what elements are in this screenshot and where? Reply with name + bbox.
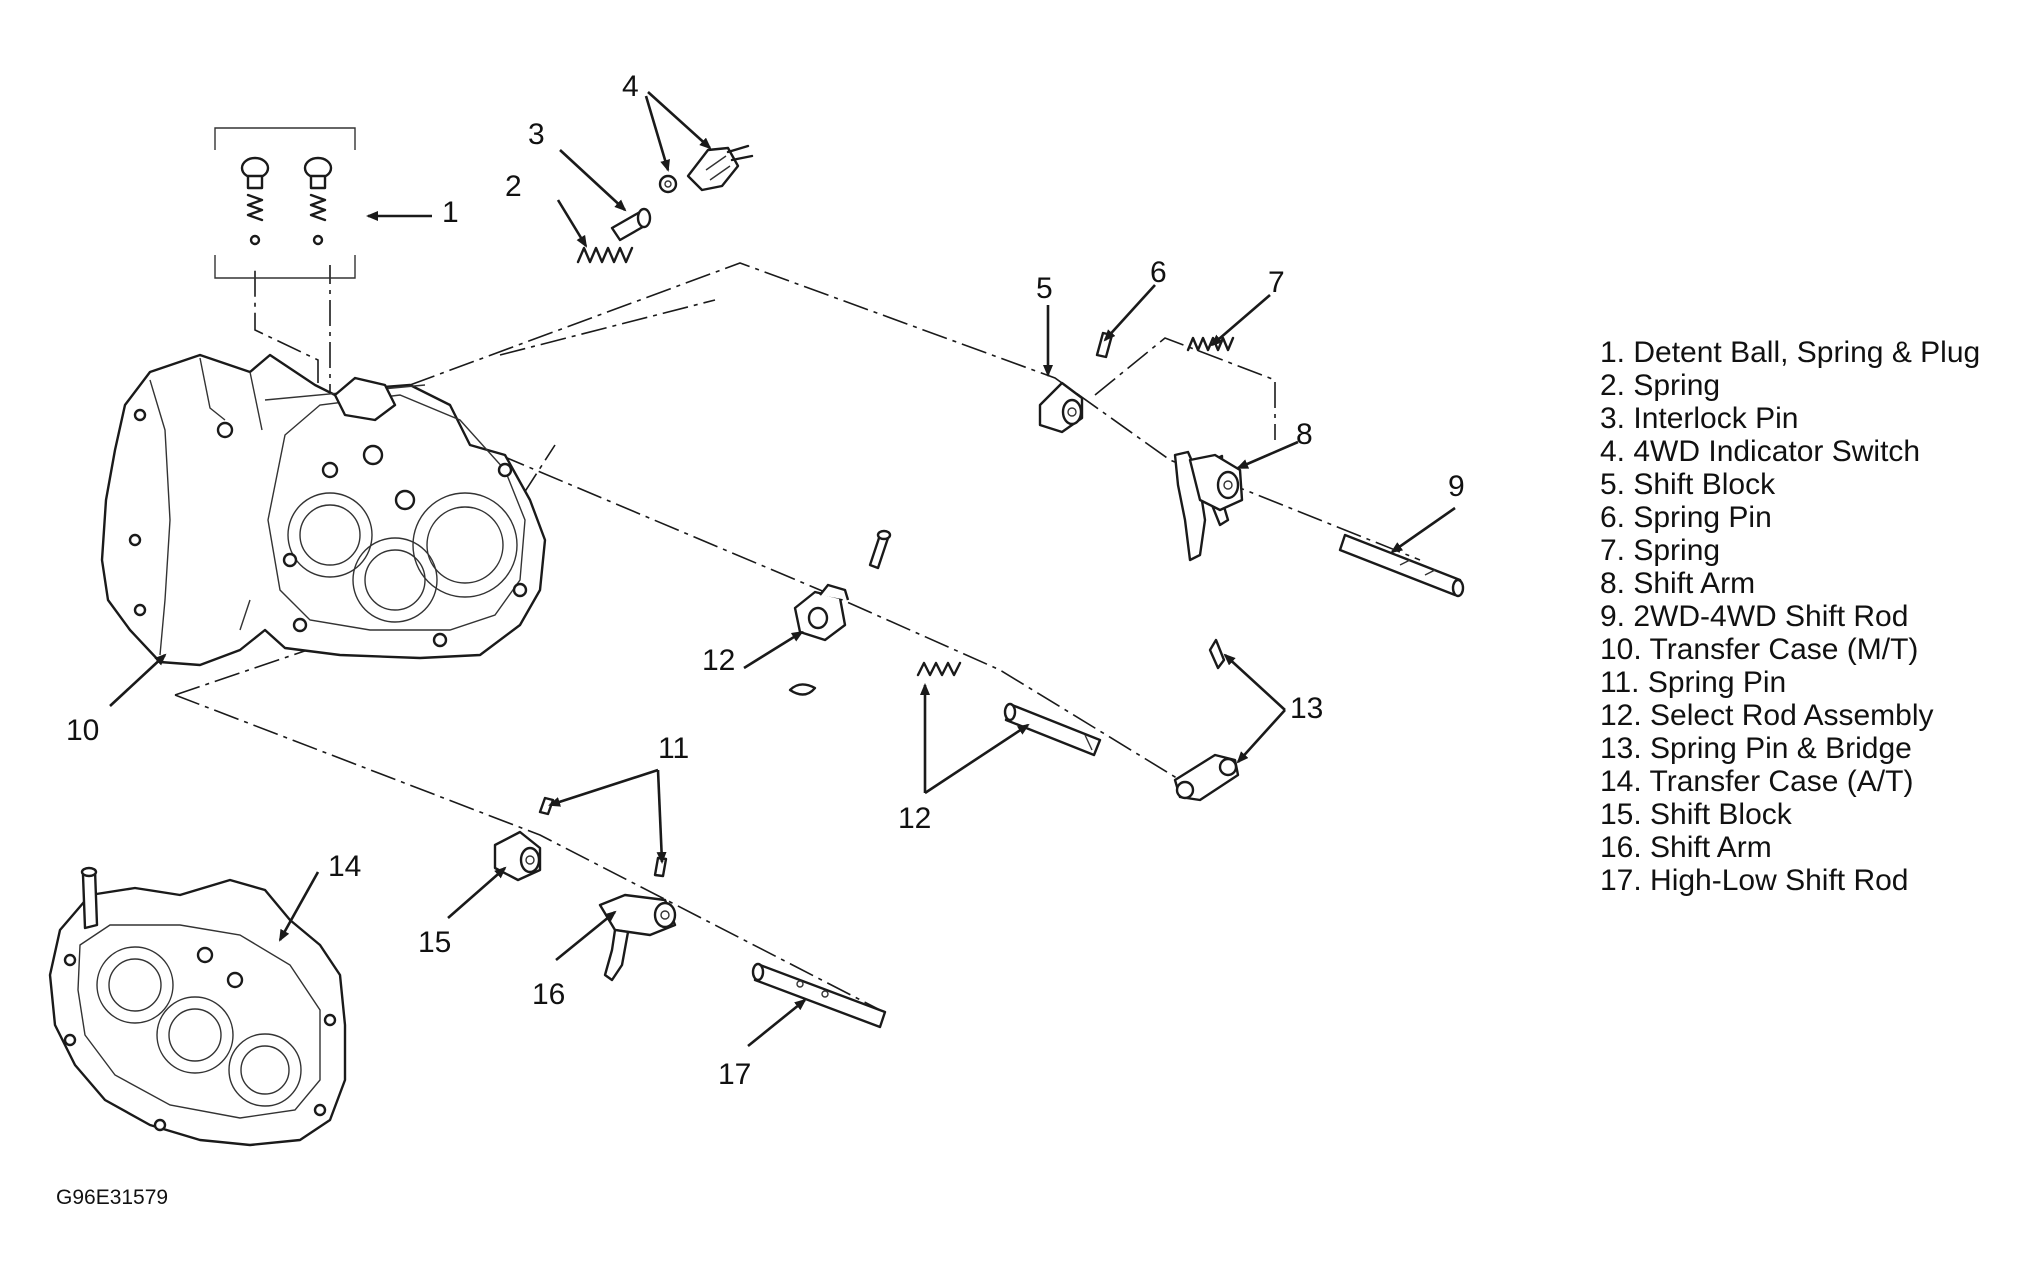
callout-13: 13 (1290, 692, 1323, 725)
legend-item-15: 15. Shift Block (1600, 798, 1793, 831)
2wd-4wd-shift-rod (1338, 533, 1465, 598)
legend-item-17: 17. High-Low Shift Rod (1600, 864, 1909, 897)
legend-item-12: 12. Select Rod Assembly (1600, 699, 1934, 732)
transfer-case-mt (100, 353, 547, 667)
callout-7: 7 (1268, 266, 1285, 299)
legend-item-16: 16. Shift Arm (1600, 831, 1772, 864)
legend-item-3: 3. Interlock Pin (1600, 402, 1798, 435)
callout-4: 4 (622, 70, 639, 103)
legend-item-14: 14. Transfer Case (A/T) (1600, 765, 1913, 798)
shift-block-5 (1038, 381, 1084, 434)
detent-ball-spring-plug (214, 127, 356, 279)
callout-6: 6 (1150, 256, 1167, 289)
spring-2 (576, 246, 634, 264)
callout-labels: 1 2 3 4 5 6 7 8 9 10 11 12 12 13 14 15 1… (66, 70, 1465, 1091)
legend-item-2: 2. Spring (1600, 369, 1720, 402)
legend-item-11: 11. Spring Pin (1600, 666, 1786, 699)
callout-5: 5 (1036, 272, 1053, 305)
transfer-case-at (48, 866, 347, 1147)
callout-17: 17 (718, 1058, 751, 1091)
callout-1: 1 (442, 196, 459, 229)
legend-item-6: 6. Spring Pin (1600, 501, 1772, 534)
legend-item-4: 4. 4WD Indicator Switch (1600, 435, 1920, 468)
callout-8: 8 (1296, 418, 1313, 451)
callout-2: 2 (505, 170, 522, 203)
shift-arm-8 (1173, 450, 1244, 562)
legend-item-5: 5. Shift Block (1600, 468, 1776, 501)
leader-arrows (109, 91, 1456, 1048)
spring-pin-11 (538, 796, 668, 878)
parts-legend: 1. Detent Ball, Spring & Plug 2. Spring … (1600, 336, 1980, 897)
high-low-shift-rod (751, 962, 887, 1029)
select-rod-assembly (788, 529, 1102, 757)
legend-item-10: 10. Transfer Case (M/T) (1600, 633, 1918, 666)
callout-15: 15 (418, 926, 451, 959)
interlock-pin (610, 207, 652, 242)
4wd-indicator-switch (658, 144, 754, 194)
callout-11: 11 (658, 732, 689, 765)
callout-16: 16 (532, 978, 565, 1011)
shift-arm-16 (598, 893, 677, 982)
callout-12-arm: 12 (702, 644, 735, 677)
shift-block-15 (493, 830, 542, 882)
legend-item-1: 1. Detent Ball, Spring & Plug (1600, 336, 1980, 369)
callout-14: 14 (328, 850, 361, 883)
spring-7 (1186, 336, 1235, 352)
legend-item-9: 9. 2WD-4WD Shift Rod (1600, 600, 1908, 633)
spring-pin-bridge (1173, 638, 1240, 802)
legend-item-8: 8. Shift Arm (1600, 567, 1755, 600)
callout-10: 10 (66, 714, 99, 747)
figure-code: G96E31579 (56, 1186, 168, 1209)
callout-12-rod: 12 (898, 802, 931, 835)
callout-9: 9 (1448, 470, 1465, 503)
legend-item-13: 13. Spring Pin & Bridge (1600, 732, 1912, 765)
callout-3: 3 (528, 118, 545, 151)
legend-item-7: 7. Spring (1600, 534, 1720, 567)
